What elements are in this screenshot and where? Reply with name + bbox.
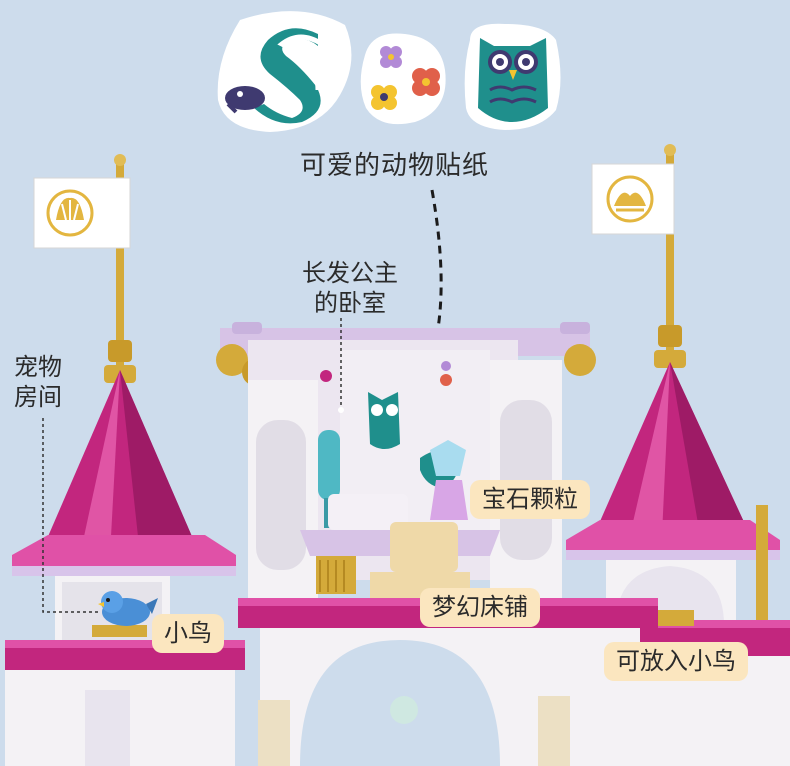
bedroom-label: 长发公主 的卧室 [300,258,400,318]
bird-slot-tag: 可放入小鸟 [604,642,748,682]
left-flag-pole [104,154,136,383]
bedroom-label-line1: 长发公主 [302,259,398,287]
pet-room-label: 宠物 房间 [14,352,74,412]
shell-flag-icon [33,177,131,249]
bed-tag: 梦幻床铺 [420,588,540,628]
skunk-sticker-icon [217,11,352,132]
flower-sticker-icon [360,33,446,125]
blue-bird-icon [92,591,158,637]
pet-room-label-line1: 宠物 [14,353,62,381]
right-flag-pole [654,144,686,368]
pet-room-label-line2: 房间 [14,383,62,411]
left-tower [5,370,245,766]
center-bedroom [216,322,658,766]
callout-lines [42,318,344,613]
bird-tag: 小鸟 [152,614,224,654]
sticker-caption: 可爱的动物贴纸 [300,151,490,181]
gem-tag: 宝石颗粒 [470,480,590,520]
bedroom-label-line2: 的卧室 [314,289,386,317]
owl-sticker-icon [464,23,561,130]
lotus-flag-icon [591,163,675,235]
